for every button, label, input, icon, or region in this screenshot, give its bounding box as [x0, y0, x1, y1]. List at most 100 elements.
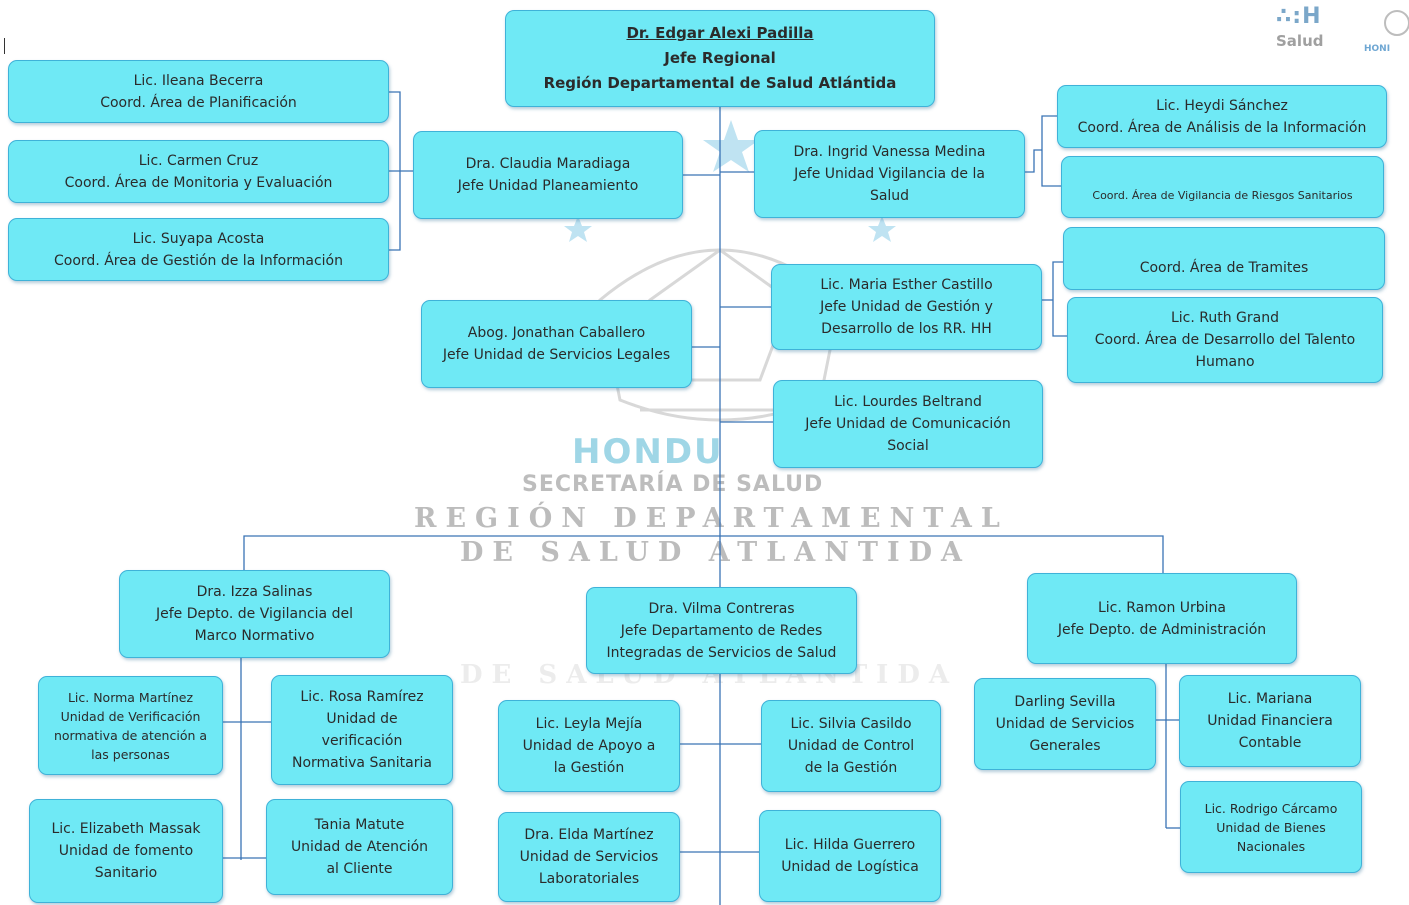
node-role-text: Región Departamental de Salud Atlántida	[543, 74, 897, 92]
node-role-text: Jefe Unidad de Servicios Legales	[442, 347, 671, 363]
node-role-text: Jefe Unidad Vigilancia de la	[794, 166, 985, 182]
node-role-text: Sanitario	[94, 865, 158, 881]
node-name-text: Lic. Maria Esther Castillo	[820, 277, 993, 293]
node-name-text: Lic. Ruth Grand	[1170, 310, 1279, 326]
node-role-text: Jefe Regional	[664, 49, 776, 67]
watermark-honduras: HONDU	[572, 432, 724, 472]
star-icon	[703, 120, 759, 172]
node-role-text: Generales	[1029, 738, 1101, 754]
node-name-text: Lic. Elizabeth Massak	[51, 821, 201, 837]
node-role-text: Jefe Departamento de Redes	[620, 622, 823, 639]
node-role-text: las personas	[91, 746, 170, 762]
node-role-text: Nacionales	[1236, 838, 1306, 854]
node-name-text: Lic. Suyapa Acosta	[132, 230, 265, 247]
salud-logo-mark: ∴:H	[1276, 4, 1322, 29]
node-name-text: Lic. Ileana Becerra	[133, 72, 264, 89]
node-role-text: Desarrollo de los RR. HH	[821, 321, 992, 337]
node-name-text: Tania Matute	[314, 817, 405, 833]
node-role-text: Jefe Depto. de Vigilancia del	[156, 606, 353, 622]
node-role-text: Contable	[1238, 735, 1302, 751]
node-name-text: Lic. Lourdes Beltrand	[834, 394, 982, 410]
node-name-text: Dra. Vilma Contreras	[648, 600, 795, 617]
node-role-text: Unidad de Servicios	[995, 716, 1135, 732]
node-role-text: Coord. Área de Planificación	[100, 94, 297, 111]
node-name-text: Lic. Carmen Cruz	[138, 152, 259, 169]
node-role-text: Jefe Unidad de Comunicación	[805, 416, 1011, 432]
star-icon	[868, 216, 896, 242]
node-name-text: Coord. Área de Tramites	[1139, 259, 1309, 276]
salud-logo-name: Salud	[1276, 32, 1324, 50]
watermark-secretaria: SECRETARÍA DE SALUD	[522, 472, 824, 497]
node-role-text: Humano	[1195, 354, 1255, 370]
node-role-text: Unidad de	[326, 711, 398, 727]
node-role-text: Unidad de Logística	[781, 859, 919, 875]
connector-line	[243, 535, 1164, 573]
node-role-text: Unidad de Bienes	[1216, 819, 1326, 835]
node-name-text: Lic. Mariana	[1227, 691, 1313, 707]
connector-line	[1025, 149, 1042, 173]
star-icon	[564, 216, 592, 242]
node-role-text: Unidad de fomento	[58, 843, 194, 859]
node-name-text: Coord. Área de Vigilancia de Riesgos San…	[1092, 189, 1353, 202]
node-role-text: Jefe Depto. de Administración	[1057, 621, 1267, 638]
node-role-text: normativa de atención a	[53, 727, 208, 743]
node-role-text: Unidad de Verificación	[60, 708, 201, 724]
node-role-text: Social	[887, 438, 929, 454]
node-role-text: Unidad de Control	[787, 738, 915, 754]
node-role-text: Coord. Área de Gestión de la Información	[54, 252, 343, 269]
node-role-text: Unidad de Atención	[290, 839, 429, 855]
connector-line	[1052, 261, 1067, 337]
node-role-text: Unidad Financiera	[1207, 713, 1333, 729]
node-role-text: Salud	[869, 188, 910, 204]
node-name-text: Dra. Claudia Maradiaga	[465, 156, 631, 172]
watermark-stars	[564, 120, 896, 242]
node-role-text: Coord. Área de Monitoria y Evaluación	[64, 174, 333, 191]
node-name-text: Lic. Hilda Guerrero	[784, 837, 916, 853]
node-role-text: Laboratoriales	[538, 871, 640, 887]
salud-logo: ∴:H Salud	[1272, 4, 1352, 60]
watermark-atlantida: DE SALUD ATLANTIDA	[460, 537, 971, 568]
node-role-text: Jefe Unidad Planeamiento	[457, 178, 639, 194]
node-role-text: Jefe Unidad de Gestión y	[820, 299, 993, 315]
node-role-text: Coord. Área de Análisis de la Informació…	[1077, 119, 1367, 136]
org-node-tramites: Coord. Área de Tramites	[1063, 227, 1385, 290]
watermark-region: REGIÓN DEPARTAMENTAL	[414, 503, 1009, 534]
node-name-text: Abog. Jonathan Caballero	[467, 325, 646, 341]
node-name-text: Lic. Rodrigo Cárcamo	[1204, 800, 1338, 816]
node-role-text: Marco Normativo	[194, 628, 315, 644]
node-role-text: Integradas de Servicios de Salud	[606, 644, 837, 661]
node-name-text: Lic. Rosa Ramírez	[300, 689, 424, 705]
node-name-text: Lic. Ramon Urbina	[1097, 599, 1227, 616]
honduras-logo-text: HONI	[1364, 44, 1391, 54]
node-name-text: Lic. Norma Martínez	[67, 689, 194, 705]
text-cursor	[4, 38, 5, 54]
seal-icon	[1384, 10, 1409, 36]
node-name-text: Lic. Leyla Mejía	[535, 716, 643, 732]
node-role-text: al Cliente	[326, 861, 393, 877]
org-node-riesgos: Coord. Área de Vigilancia de Riesgos San…	[1061, 156, 1384, 218]
node-role-text: Unidad de Apoyo a	[522, 738, 656, 754]
node-role-text: verificación	[321, 733, 403, 749]
node-role-text: Normativa Sanitaria	[292, 755, 432, 771]
